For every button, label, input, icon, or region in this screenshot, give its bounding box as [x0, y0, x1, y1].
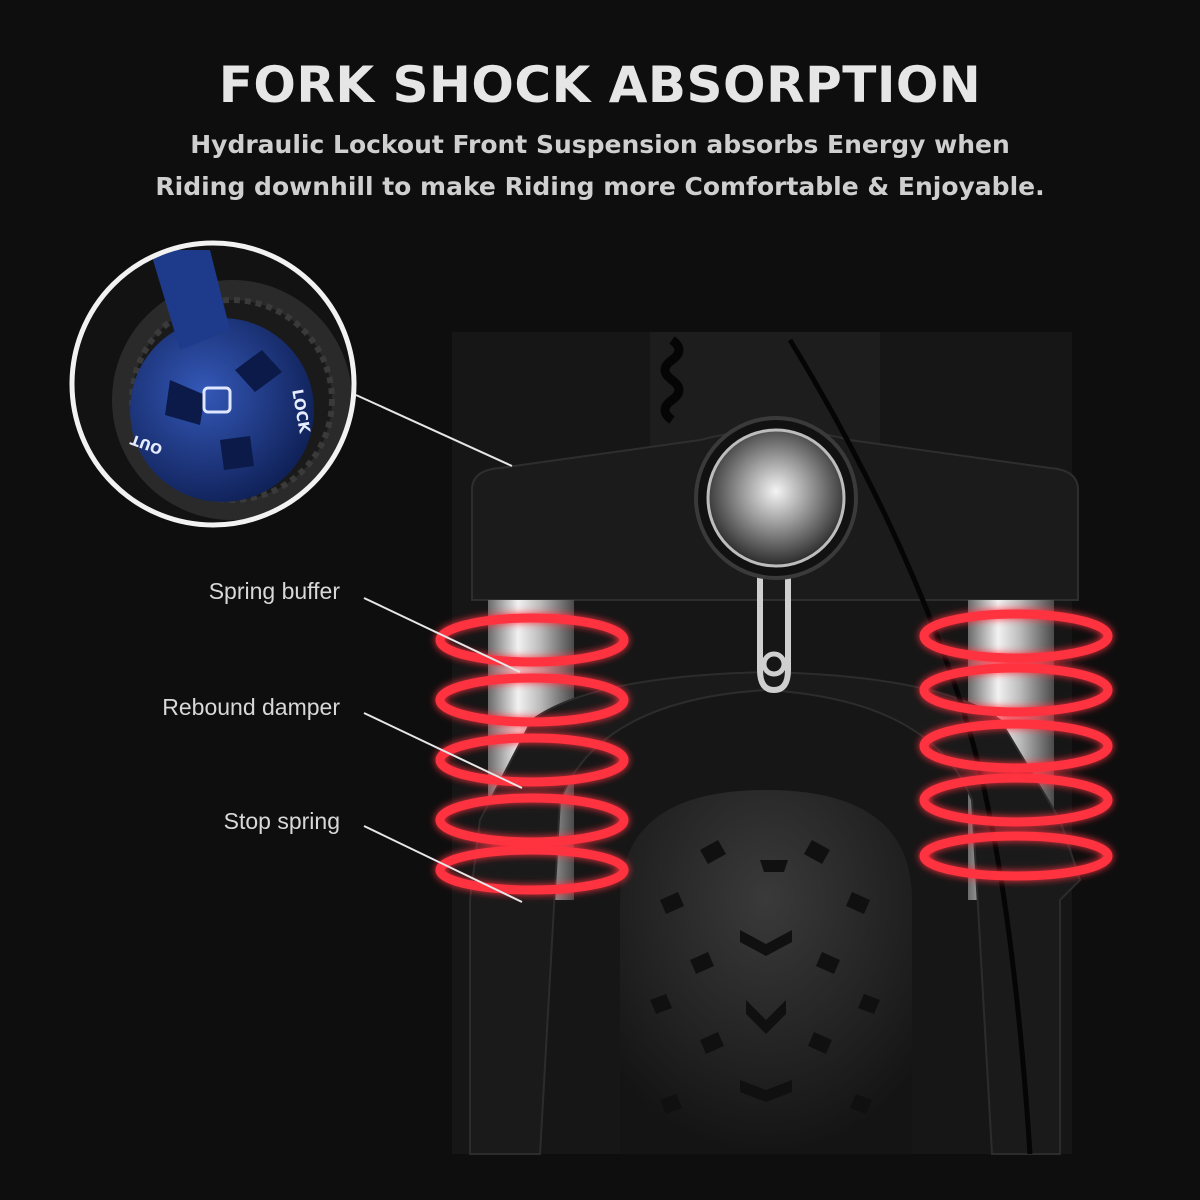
page-subtitle: Hydraulic Lockout Front Suspension absor…	[0, 124, 1200, 208]
lockout-knob	[130, 318, 314, 502]
tire-tread	[650, 840, 880, 1114]
headlight-mount-ring	[761, 651, 787, 677]
right-glowing-spring	[919, 609, 1113, 881]
left-glowing-spring	[435, 613, 629, 895]
headlight-bracket	[757, 560, 791, 694]
headlight-lens	[706, 428, 846, 568]
callout-stop-spring: Stop spring	[223, 808, 340, 834]
callout-line-rebound-damper	[363, 712, 523, 789]
lockout-lever	[150, 250, 230, 350]
padlock-icon	[202, 386, 232, 414]
subtitle-line-1: Hydraulic Lockout Front Suspension absor…	[190, 130, 1010, 159]
fork-arch	[469, 670, 1082, 1155]
lockout-zoom-inset: LOCK OUT	[69, 240, 357, 528]
callout-line-lockout	[355, 394, 513, 467]
callout-line-spring-buffer	[363, 597, 521, 673]
page-title: FORK SHOCK ABSORPTION	[218, 56, 982, 114]
callout-rebound-damper: Rebound damper	[162, 694, 340, 720]
brake-cable-coil	[660, 336, 684, 424]
subtitle-line-2: Riding downhill to make Riding more Comf…	[155, 172, 1045, 201]
fat-tire	[620, 790, 912, 1154]
callout-line-stop-spring	[363, 825, 523, 903]
shifter-cable	[787, 338, 1033, 1155]
callout-spring-buffer: Spring buffer	[208, 578, 340, 604]
